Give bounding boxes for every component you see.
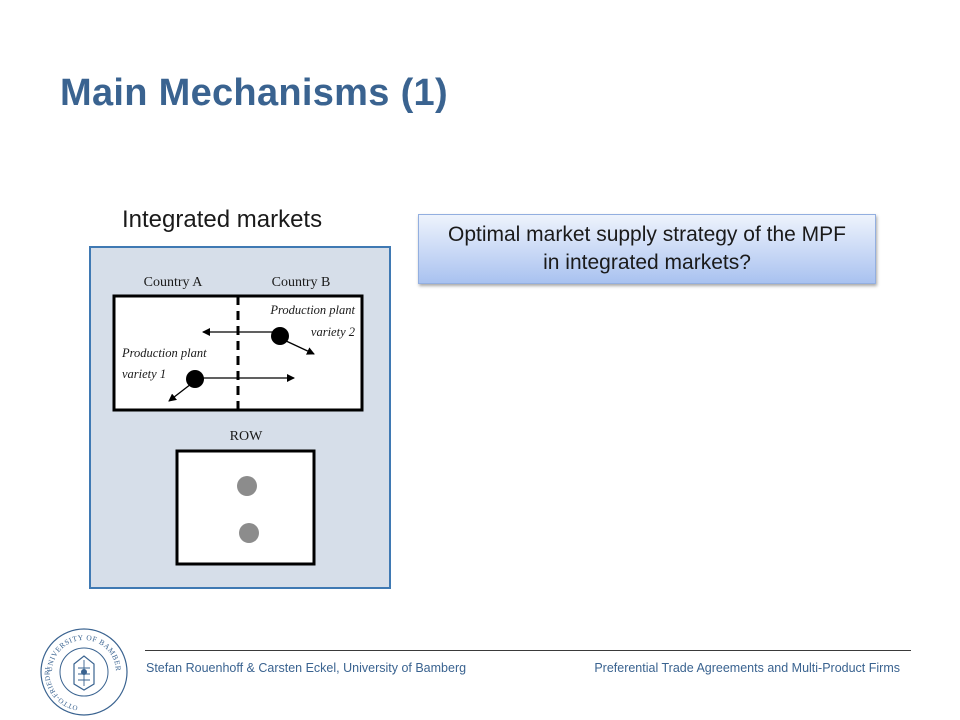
diagram-subtitle: Integrated markets	[122, 206, 323, 233]
country-a-label: Country A	[144, 275, 204, 290]
row-dot-lower	[239, 523, 259, 543]
row-market-box	[175, 449, 316, 566]
footer-authors: Stefan Rouenhoff & Carsten Eckel, Univer…	[146, 661, 467, 675]
plant-1-arrow-southwest	[168, 383, 192, 402]
market-diagram-svg: Country A Country B Production plant var…	[112, 275, 364, 566]
plant-2-arrow-southeast	[283, 339, 315, 355]
plant-2-label-line2: variety 2	[311, 325, 355, 339]
row-label: ROW	[230, 429, 263, 444]
plant-2-label-line1: Production plant	[269, 303, 355, 317]
plant-1-label-line2: variety 1	[122, 367, 166, 381]
strategy-question-text: Optimal market supply strategy of the MP…	[448, 223, 846, 274]
strategy-question-box: Optimal market supply strategy of the MP…	[418, 214, 876, 284]
university-seal-icon: UNIVERSITY OF BAMBERG OTTO-FRIEDRICH-	[38, 626, 128, 716]
plant-1-label-line1: Production plant	[121, 346, 207, 360]
market-diagram: Country A Country B Production plant var…	[89, 246, 391, 589]
plant-1-dot	[186, 370, 204, 388]
footer-presentation-title: Preferential Trade Agreements and Multi-…	[594, 661, 900, 675]
country-b-label: Country B	[272, 275, 331, 290]
svg-text:UNIVERSITY OF BAMBERG: UNIVERSITY OF BAMBERG	[38, 626, 123, 672]
row-dot-upper	[237, 476, 257, 496]
slide-title: Main Mechanisms (1)	[60, 72, 448, 114]
seal-text-top: UNIVERSITY OF BAMBERG	[38, 626, 123, 672]
plant-2-dot	[271, 327, 289, 345]
footer-divider	[145, 650, 911, 651]
